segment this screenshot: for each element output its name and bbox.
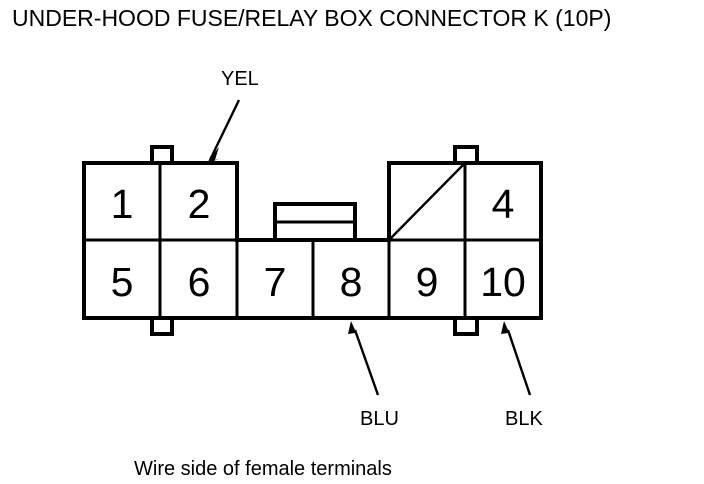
cavity-number-5: 5 xyxy=(111,259,134,305)
cavity-number-10: 10 xyxy=(480,259,526,305)
arrowhead-blu-icon xyxy=(348,321,360,341)
callout-blu: BLU xyxy=(348,321,399,430)
blank-cavity-slash-icon xyxy=(387,161,467,242)
cavity-number-6: 6 xyxy=(188,259,211,305)
leader-line-blu xyxy=(353,329,380,396)
cavity-number-1: 1 xyxy=(111,181,134,227)
callout-yel: YEL xyxy=(206,68,259,164)
top-row-cavity-numbers: 1 2 4 xyxy=(111,181,515,227)
center-latch-tab xyxy=(273,202,357,242)
cavity-number-7: 7 xyxy=(264,259,287,305)
leader-line-yel xyxy=(208,99,241,161)
leader-line-blk xyxy=(506,329,532,396)
cavity-number-8: 8 xyxy=(340,259,363,305)
wire-label-yel: YEL xyxy=(221,68,259,90)
wire-label-blu: BLU xyxy=(360,408,399,430)
callout-blk: BLK xyxy=(501,321,543,430)
cavity-number-2: 2 xyxy=(188,181,211,227)
arrowhead-yel-icon xyxy=(206,147,221,164)
locking-tabs xyxy=(150,145,479,336)
arrowhead-blk-icon xyxy=(501,321,513,341)
bottom-row-cavity-numbers: 5 6 7 8 9 10 xyxy=(111,259,526,305)
wire-label-blk: BLK xyxy=(505,408,543,430)
cavity-number-4: 4 xyxy=(492,181,515,227)
cavity-dividers xyxy=(82,161,543,320)
diagram-caption: Wire side of female terminals xyxy=(134,458,392,480)
cavity-number-9: 9 xyxy=(416,259,439,305)
page-title: UNDER-HOOD FUSE/RELAY BOX CONNECTOR K (1… xyxy=(12,5,611,31)
